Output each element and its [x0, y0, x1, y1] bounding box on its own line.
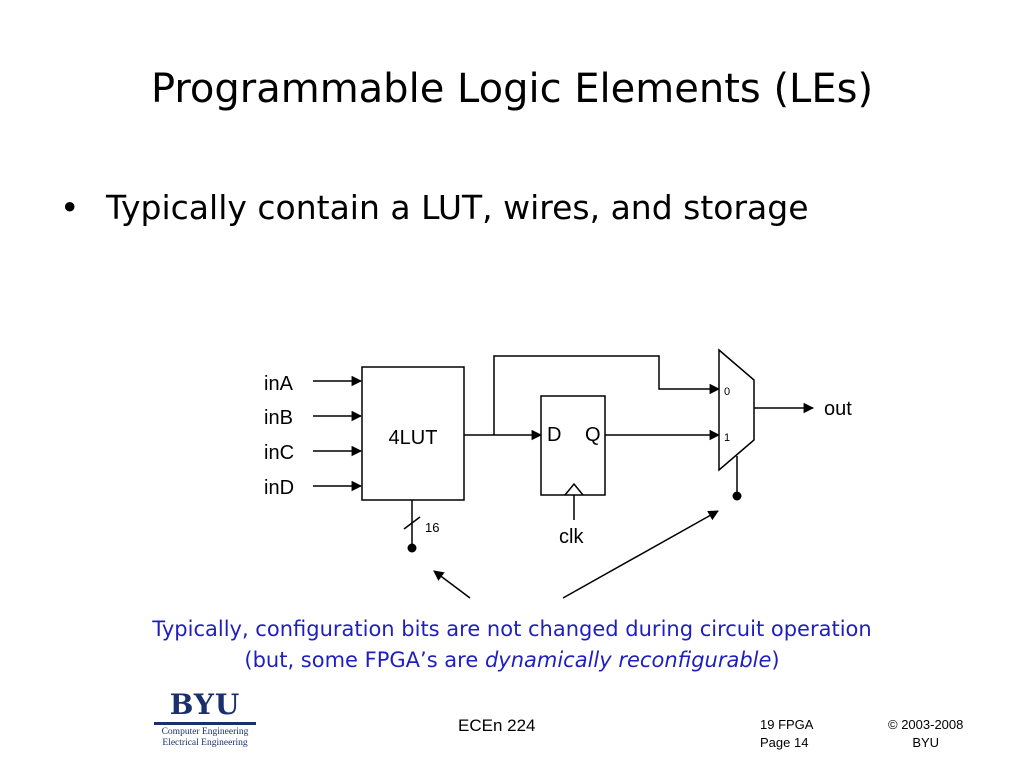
bus-slash: [403, 516, 421, 530]
clock-label: clk: [559, 526, 584, 548]
logo-line-2: Electrical Engineering: [162, 738, 248, 748]
config-bus-dot: [407, 543, 417, 553]
footer-course: ECEn 224: [458, 716, 536, 735]
input-label-c: inC: [264, 442, 294, 464]
note-emphasis: dynamically reconfigurable: [484, 648, 772, 672]
input-label-d: inD: [264, 477, 294, 499]
footer-slide-info: 19 FPGA Page 14: [760, 716, 813, 752]
pointer-arrow-lut: [433, 570, 471, 599]
bypass-wire: [493, 355, 721, 435]
input-label-b: inB: [264, 407, 293, 429]
pointer-arrow-mux: [562, 510, 719, 599]
clock-triangle: [564, 482, 584, 496]
output-label: out: [824, 398, 852, 420]
bullet-marker: •: [60, 188, 80, 227]
note-line-2-suffix: ): [771, 648, 780, 672]
ff-d-label: D: [547, 424, 561, 446]
note-line-2-prefix: (but, some FPGA’s are: [244, 648, 485, 672]
note-line-2: (but, some FPGA’s are dynamically reconf…: [0, 645, 1024, 676]
logo-rule: [154, 722, 256, 725]
bullet-text: Typically contain a LUT, wires, and stor…: [106, 188, 809, 227]
footer-section: 19 FPGA: [760, 717, 814, 732]
footer-copyright-years: © 2003-2008: [888, 717, 964, 732]
flip-flop: [540, 395, 606, 496]
mux-input-1-label: 1: [724, 432, 730, 444]
mux-select-dot: [732, 491, 742, 501]
logo-line-1: Computer Engineering: [161, 727, 249, 737]
lut-label: 4LUT: [389, 427, 438, 449]
byu-logo: BYU Computer Engineering Electrical Engi…: [150, 690, 260, 752]
bullet-item: • Typically contain a LUT, wires, and sto…: [60, 188, 809, 227]
output-mux: [718, 348, 755, 472]
bus-width-label: 16: [425, 520, 439, 535]
slide-title: Programmable Logic Elements (LEs): [150, 66, 874, 112]
footer-page-number: Page 14: [760, 735, 809, 750]
lut-block: [361, 366, 465, 501]
logo-wordmark: BYU: [169, 688, 241, 721]
footer-copyright: © 2003-2008 BYU: [888, 716, 963, 752]
ff-q-label: Q: [585, 424, 601, 446]
footer-copyright-owner: BYU: [912, 735, 940, 750]
configuration-note: Typically, configuration bits are not ch…: [0, 614, 1024, 676]
input-label-a: inA: [264, 373, 294, 395]
mux-input-0-label: 0: [724, 386, 730, 398]
note-line-1: Typically, configuration bits are not ch…: [152, 617, 872, 641]
